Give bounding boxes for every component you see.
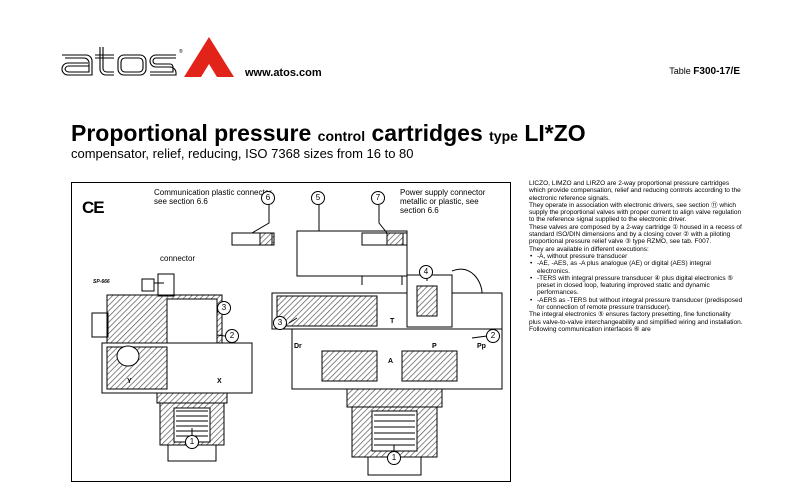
table-reference: Table F300-17/E [669, 66, 740, 77]
callout-4: 4 [419, 265, 433, 279]
atos-logo: ® [61, 37, 234, 77]
power-supply-connector-label: Power supply connector metallic or plast… [400, 188, 486, 215]
list-item: -AE, -AES, as -A plus analogue (AE) or d… [530, 260, 743, 275]
list-item: -A, without pressure transducer [530, 253, 743, 261]
callout-2-right: 2 [486, 329, 500, 343]
callout-1-left: 1 [185, 435, 199, 449]
port-label-t: T [390, 318, 395, 325]
description-paragraph-6: Following communication interfaces ⑥ are [529, 325, 651, 333]
description-paragraph-1: LICZO, LIMZO and LIRZO are 2-way proport… [529, 180, 741, 202]
title-text-2: control [317, 128, 366, 144]
description-column: LICZO, LIMZO and LIRZO are 2-way proport… [529, 180, 743, 333]
port-label-dr: Dr [294, 343, 302, 350]
table-code: F300-17/E [693, 66, 740, 77]
title-text-4: type [489, 128, 518, 144]
communication-connector-label: Communication plastic connector, see sec… [154, 188, 274, 206]
port-label-y: Y [127, 378, 132, 385]
callout-5: 5 [311, 191, 325, 205]
page-title: Proportional pressure control cartridges… [71, 120, 586, 147]
executions-list: -A, without pressure transducer -AE, -AE… [529, 253, 743, 311]
callout-3-right: 3 [273, 316, 287, 330]
title-text-1: Proportional pressure [71, 120, 312, 146]
description-paragraph-3: These valves are composed by a 2-way car… [529, 223, 742, 246]
port-label-pp: Pp [477, 343, 486, 350]
table-prefix: Table [669, 66, 691, 76]
title-text-5: LI*ZO [524, 120, 586, 146]
connector-tag: SP-666 [93, 279, 110, 285]
callout-2-left: 2 [225, 329, 239, 343]
port-label-x: X [217, 378, 222, 385]
ce-mark: CE [82, 198, 105, 217]
list-item: -AERS as -TERS but without integral pres… [530, 297, 743, 312]
description-paragraph-4: They are available in different executio… [529, 245, 649, 253]
list-item: -TERS with integral pressure transducer … [530, 275, 743, 297]
valve-drawing: T P Y X Pp Dr A SP-666 [91, 205, 503, 476]
callout-6: 6 [261, 191, 275, 205]
callout-7: 7 [371, 191, 385, 205]
website-url[interactable]: www.atos.com [245, 67, 322, 79]
page-subtitle: compensator, relief, reducing, ISO 7368 … [71, 146, 414, 161]
callout-3-left: 3 [217, 301, 231, 315]
valve-diagram-figure: T P Y X Pp Dr A SP-666 CE Communication … [71, 182, 511, 482]
description-paragraph-2: They operate in association with electro… [529, 201, 742, 224]
title-text-3: cartridges [371, 120, 483, 146]
port-label-a: A [388, 358, 393, 365]
svg-text:®: ® [179, 48, 183, 55]
callout-1-right: 1 [387, 451, 401, 465]
description-paragraph-5: The integral electronics ⑤ ensures facto… [529, 311, 743, 326]
port-label-p: P [432, 343, 437, 350]
connector-label: connector [160, 254, 196, 263]
